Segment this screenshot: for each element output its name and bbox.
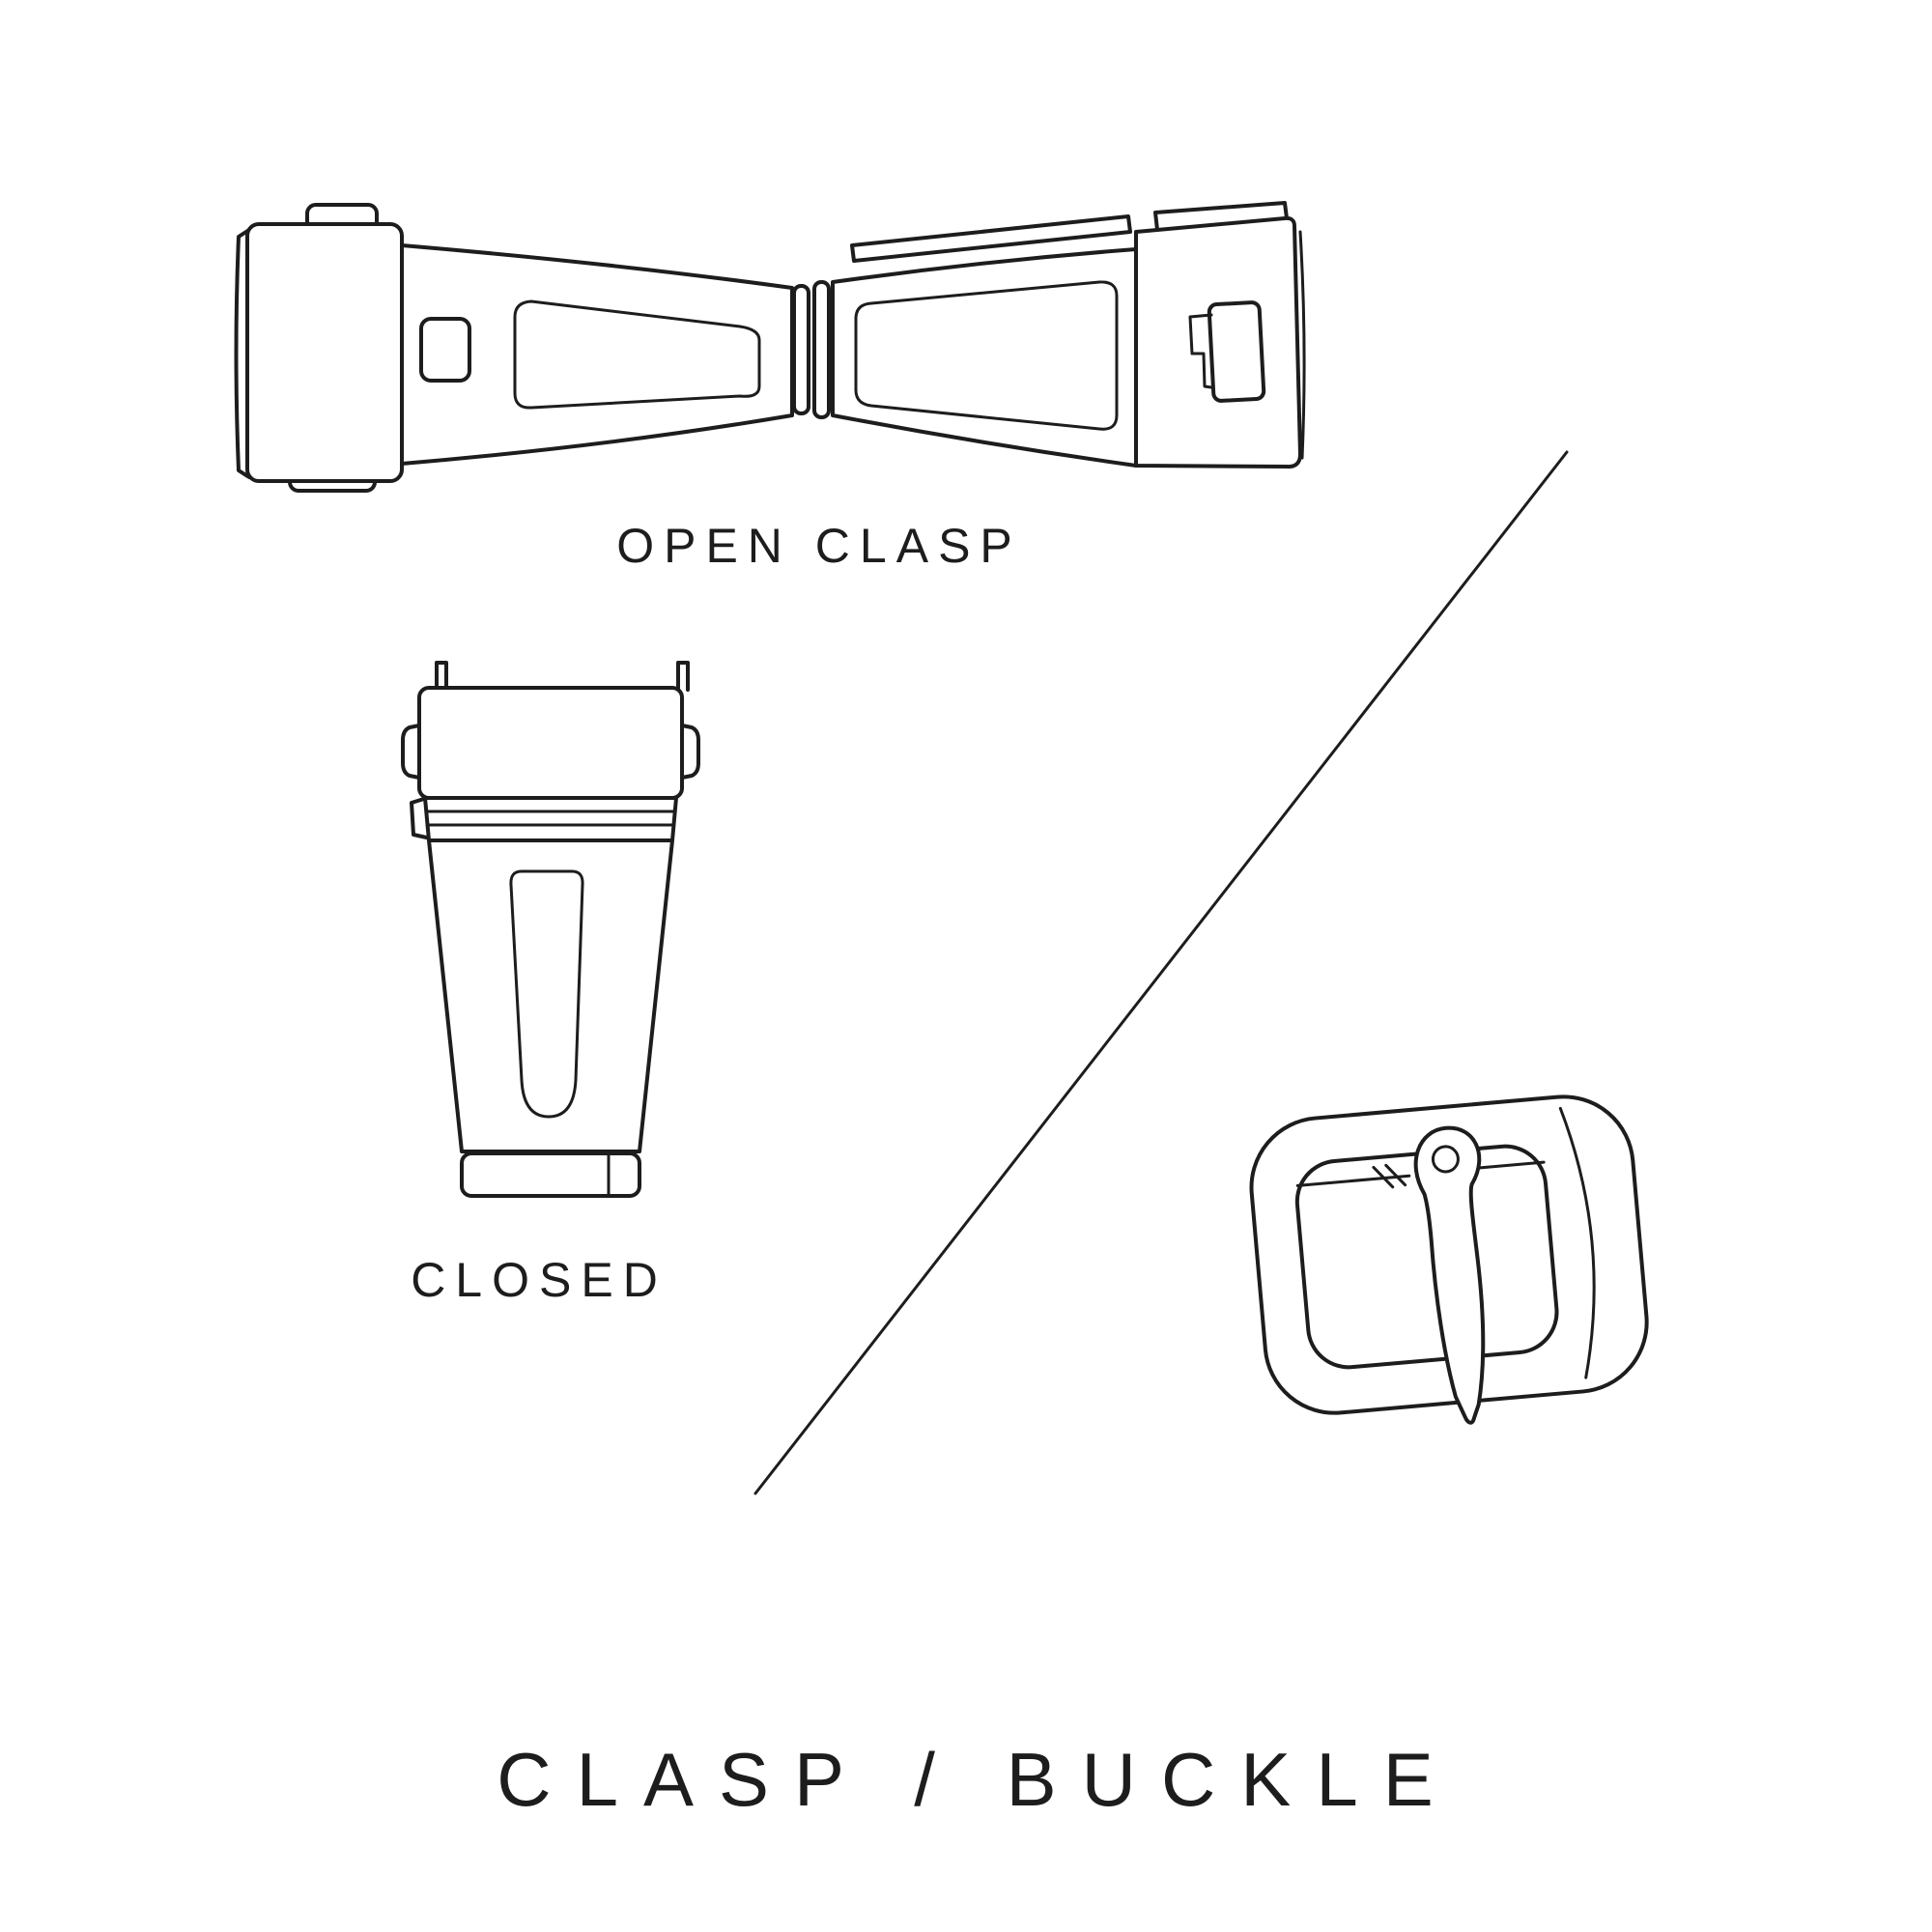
buckle-axle-left — [1295, 1174, 1411, 1187]
closed-clasp-ear-right — [680, 724, 700, 780]
closed-clasp-prong-right — [676, 661, 690, 692]
open-clasp-left-cover — [245, 222, 404, 483]
closed-clasp-foot — [460, 1151, 641, 1198]
open-clasp-label: OPEN CLASP — [616, 519, 1022, 573]
buckle-spring-coil — [1372, 1163, 1407, 1189]
buckle-illustration — [1249, 1094, 1649, 1425]
open-clasp-end-bracket — [1188, 313, 1213, 389]
open-clasp-left-window — [513, 299, 761, 410]
closed-clasp-ear-left — [401, 724, 421, 780]
open-clasp-cover-edge — [850, 214, 1132, 263]
open-clasp-hinge-right — [812, 280, 831, 419]
closed-clasp-label: CLOSED — [411, 1253, 668, 1307]
buckle-right-band-line — [1558, 1106, 1596, 1379]
closed-clasp-band — [423, 796, 678, 842]
open-clasp-right-window — [854, 280, 1119, 431]
closed-clasp-prong-left — [435, 661, 448, 692]
page-title: CLASP / BUCKLE — [497, 1737, 1459, 1822]
open-clasp-end-step — [1153, 201, 1289, 232]
open-clasp-end-link — [1134, 215, 1302, 469]
diagonal-divider-line — [753, 450, 1569, 1495]
open-clasp-end-cutout — [1207, 300, 1266, 403]
open-clasp-illustration — [234, 201, 1306, 493]
closed-clasp-body — [427, 838, 674, 1153]
open-clasp-notch — [419, 317, 471, 383]
closed-clasp-cover — [417, 686, 684, 800]
open-clasp-end-cap-line — [1298, 230, 1306, 460]
closed-clasp-illustration — [401, 661, 700, 1198]
open-clasp-hinge-left — [792, 284, 810, 415]
buckle-axle-right — [1478, 1160, 1546, 1170]
closed-clasp-window — [509, 869, 584, 1119]
buckle-prong-ring — [1431, 1145, 1460, 1174]
open-clasp-left-arm — [400, 243, 794, 466]
buckle-prong — [1413, 1125, 1486, 1425]
